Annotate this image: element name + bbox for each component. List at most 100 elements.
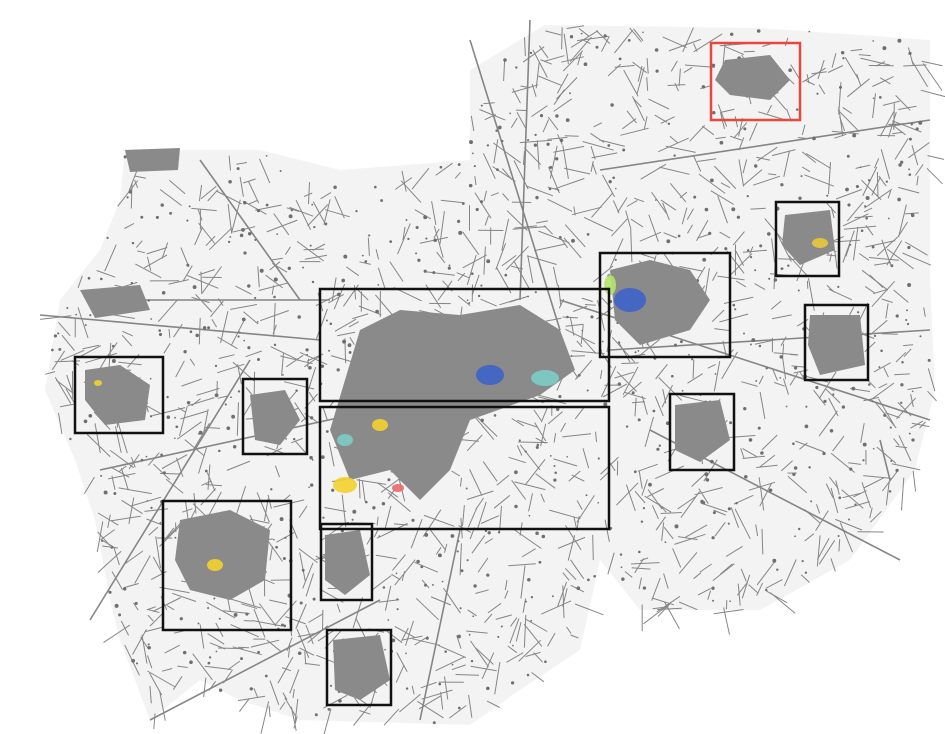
network-node [497, 125, 502, 130]
road-segment [118, 465, 127, 472]
network-node [51, 348, 54, 352]
network-node [169, 211, 173, 215]
region-box-west-2[interactable] [241, 377, 309, 456]
region-boxes [73, 41, 870, 707]
road-segment [717, 104, 728, 127]
road-segment [410, 519, 423, 549]
road-segment [783, 559, 797, 587]
road-segment [771, 238, 776, 263]
road-segment [523, 614, 527, 648]
network-node [273, 343, 277, 347]
road-segment [694, 487, 723, 496]
network-node [919, 335, 922, 338]
region-box-southwest[interactable] [161, 499, 293, 632]
road-segment [758, 477, 765, 511]
road-segment [756, 561, 775, 586]
road-segment [633, 28, 644, 42]
road-segment [800, 574, 810, 583]
network-node [391, 638, 396, 643]
highlight-yellow-central-2 [372, 419, 388, 431]
road-segment [651, 191, 667, 214]
road-segment [860, 423, 865, 443]
network-node [329, 322, 333, 326]
road-segment [322, 406, 328, 420]
road-segment [83, 476, 95, 495]
region-box-west-1[interactable] [73, 355, 165, 435]
road-segment [668, 38, 702, 52]
network-node [595, 45, 599, 49]
network-node [100, 474, 103, 477]
network-node [309, 416, 314, 420]
highlight-cyan-central [531, 370, 559, 386]
road-segment [748, 584, 759, 594]
road-segment [568, 470, 581, 482]
network-node [265, 155, 268, 157]
network-node [331, 488, 335, 492]
network-node [57, 332, 60, 335]
road-segment [328, 293, 345, 304]
road-segment [524, 458, 546, 486]
road-segment [187, 275, 219, 289]
region-box-east-3[interactable] [803, 303, 870, 382]
road-segment [692, 154, 702, 172]
region-box-selected[interactable] [709, 41, 802, 122]
road-segment [203, 409, 209, 434]
road-segment [264, 446, 286, 455]
road-segment [818, 84, 826, 95]
network-node [128, 190, 132, 194]
network-node [302, 266, 305, 269]
road-segment [631, 562, 660, 565]
network-node [553, 465, 556, 467]
road-segment [614, 65, 635, 68]
road-segment [118, 361, 142, 366]
network-node [247, 284, 251, 288]
road-segment [893, 438, 900, 446]
region-box-central-north[interactable] [318, 287, 611, 403]
network-node [871, 400, 874, 403]
network-node [711, 536, 715, 540]
road-segment [153, 463, 171, 480]
network-node [637, 418, 641, 422]
network-node [207, 326, 211, 330]
road-segment [742, 159, 748, 174]
region-box-south-1[interactable] [319, 522, 374, 602]
road-segment [192, 653, 213, 681]
road-segment [422, 509, 442, 537]
network-node [472, 615, 475, 618]
road-segment [277, 656, 294, 684]
road-segment [923, 307, 926, 317]
road-segment [217, 647, 244, 650]
road-segment [45, 371, 56, 375]
network-node [838, 496, 842, 500]
road-segment [863, 207, 873, 213]
network-node [583, 62, 588, 67]
road-segment [520, 85, 531, 89]
road-segment [882, 100, 900, 106]
network-node [273, 538, 275, 541]
network-node [711, 63, 716, 68]
network-node [585, 494, 588, 497]
road-segment [875, 61, 886, 67]
region-box-central-south[interactable] [318, 405, 611, 531]
network-node [243, 251, 247, 255]
region-box-east-4[interactable] [668, 392, 736, 472]
road-segment [394, 559, 416, 586]
road-segment [451, 664, 466, 671]
network-node [243, 200, 247, 205]
road-segment [664, 601, 680, 630]
road-segment [640, 557, 649, 562]
region-box-south-2[interactable] [325, 628, 393, 707]
road-segment [454, 171, 461, 179]
road-segment [352, 313, 369, 320]
network-node [230, 396, 232, 399]
road-segment [827, 65, 844, 73]
road-segment [624, 571, 633, 578]
road-segment [511, 418, 525, 427]
road-segment [652, 606, 669, 610]
road-segment [805, 152, 832, 169]
region-box-east-2[interactable] [598, 251, 732, 359]
road-segment [662, 388, 667, 404]
region-box-east-1[interactable] [774, 200, 841, 278]
network-node [243, 339, 246, 342]
road-segment [534, 422, 547, 442]
